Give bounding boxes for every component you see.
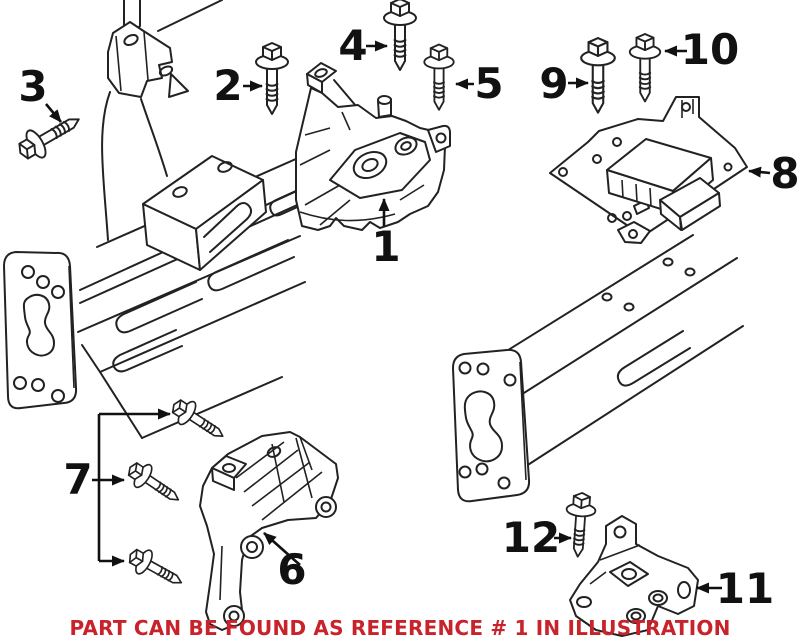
- ref-label-6: 6: [277, 545, 307, 594]
- ref-label-11: 11: [715, 564, 775, 613]
- ref-label-5: 5: [474, 59, 504, 108]
- leader-3: [45, 103, 62, 123]
- ref-label-1: 1: [371, 222, 401, 271]
- bolt-ref-10: [628, 33, 662, 103]
- ref-label-12: 12: [501, 513, 561, 562]
- transmission-mount: [549, 96, 748, 244]
- leader-arrows: [45, 40, 771, 594]
- support-bracket: [199, 431, 339, 631]
- bump-stop-box: [142, 155, 267, 271]
- frame-rail-rear: [504, 234, 744, 471]
- bolt-ref-5: [423, 43, 455, 111]
- ref-label-3: 3: [18, 62, 48, 111]
- engine-mount: [295, 62, 451, 231]
- rail-end-plate-front: [3, 251, 78, 410]
- ref-label-8: 8: [770, 149, 800, 198]
- bolt-ref-12: [562, 491, 598, 559]
- bolt-ref-2: [255, 42, 289, 115]
- ref-label-7: 7: [63, 455, 93, 504]
- upper-bracket: [101, 0, 223, 241]
- rail-end-plate-rear: [452, 348, 531, 503]
- ref-label-10: 10: [680, 25, 740, 74]
- lower-bracket: [569, 515, 699, 637]
- reference-caption: PART CAN BE FOUND AS REFERENCE # 1 IN IL…: [69, 616, 731, 640]
- leader-8: [748, 166, 771, 178]
- ref-label-9: 9: [539, 59, 569, 108]
- bolt-ref-4: [383, 0, 417, 71]
- bolt-ref-9: [580, 36, 616, 114]
- bolt-ref-3: [11, 105, 88, 168]
- ref-label-4: 4: [338, 21, 368, 70]
- leader-6: [263, 532, 301, 566]
- ref-label-2: 2: [213, 61, 243, 110]
